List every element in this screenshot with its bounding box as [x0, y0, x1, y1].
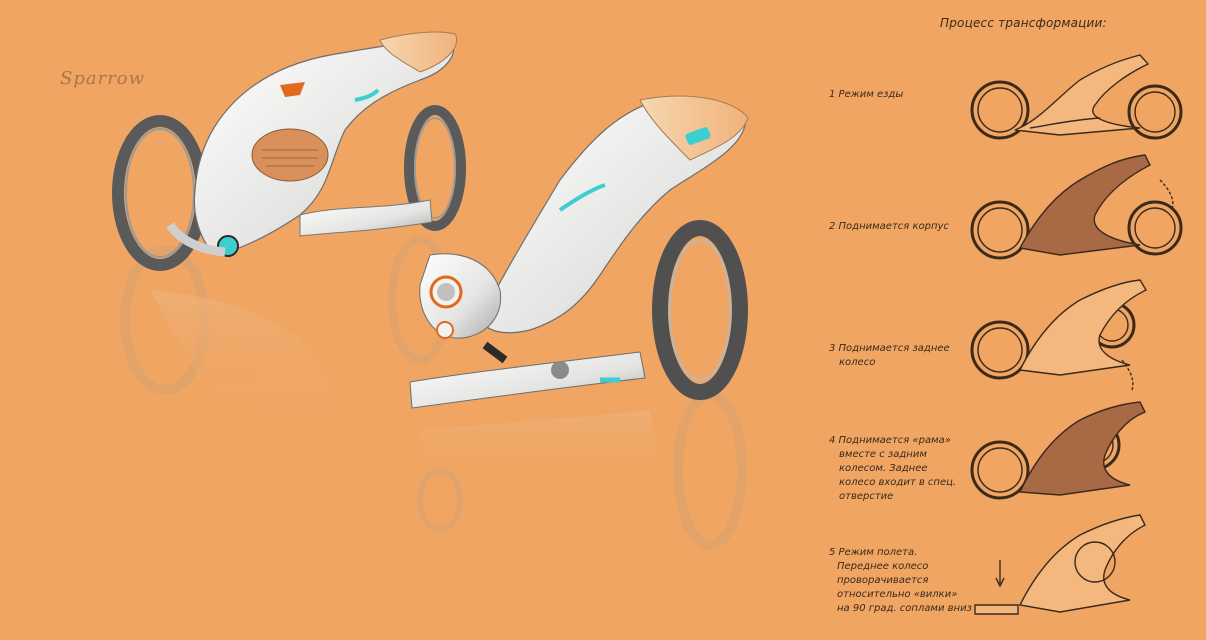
- step-4-line-1: 4 Поднимается «рама»: [829, 435, 951, 446]
- transformation-sketches: [970, 54, 1183, 615]
- step-4-line-5: отверстие: [839, 491, 894, 502]
- step-5-line-5: на 90 град. соплами вниз: [837, 603, 972, 614]
- step-2-label: 2 Поднимается корпус: [829, 220, 949, 234]
- sketch-step-2: [970, 154, 1183, 260]
- step-3-label: 3 Поднимается заднее колесо: [829, 342, 950, 370]
- step-1-line-1: 1 Режим езды: [829, 89, 904, 100]
- step-2-line-1: 2 Поднимается корпус: [829, 221, 949, 232]
- step-1-label: 1 Режим езды: [829, 88, 903, 102]
- sketch-step-1: [970, 54, 1183, 140]
- step-5-line-3: проворачивается: [837, 575, 929, 586]
- step-4-line-2: вместе с задним: [839, 449, 927, 460]
- panel-title: Процесс трансформации:: [940, 16, 1107, 30]
- sketch-step-4: [970, 401, 1146, 500]
- step-3-line-1: 3 Поднимается заднее: [829, 343, 950, 354]
- step-5-label: 5 Режим полета. Переднее колесо проворач…: [829, 546, 972, 616]
- step-5-line-2: Переднее колесо: [837, 561, 929, 572]
- step-4-label: 4 Поднимается «рама» вместе с задним кол…: [829, 434, 956, 504]
- step-3-line-2: колесо: [839, 357, 876, 368]
- sketch-step-5: [974, 514, 1146, 615]
- sketch-step-3: [970, 279, 1147, 391]
- step-4-line-3: колесом. Заднее: [839, 463, 928, 474]
- step-5-line-1: 5 Режим полета.: [829, 547, 918, 558]
- bike-riding-mode-render: [112, 31, 466, 428]
- signature: Sparrow: [60, 68, 146, 89]
- step-4-line-4: колесо входит в спец.: [839, 477, 957, 488]
- step-5-line-4: относительно «вилки»: [837, 589, 958, 600]
- bike-flight-mode-render: [409, 95, 749, 550]
